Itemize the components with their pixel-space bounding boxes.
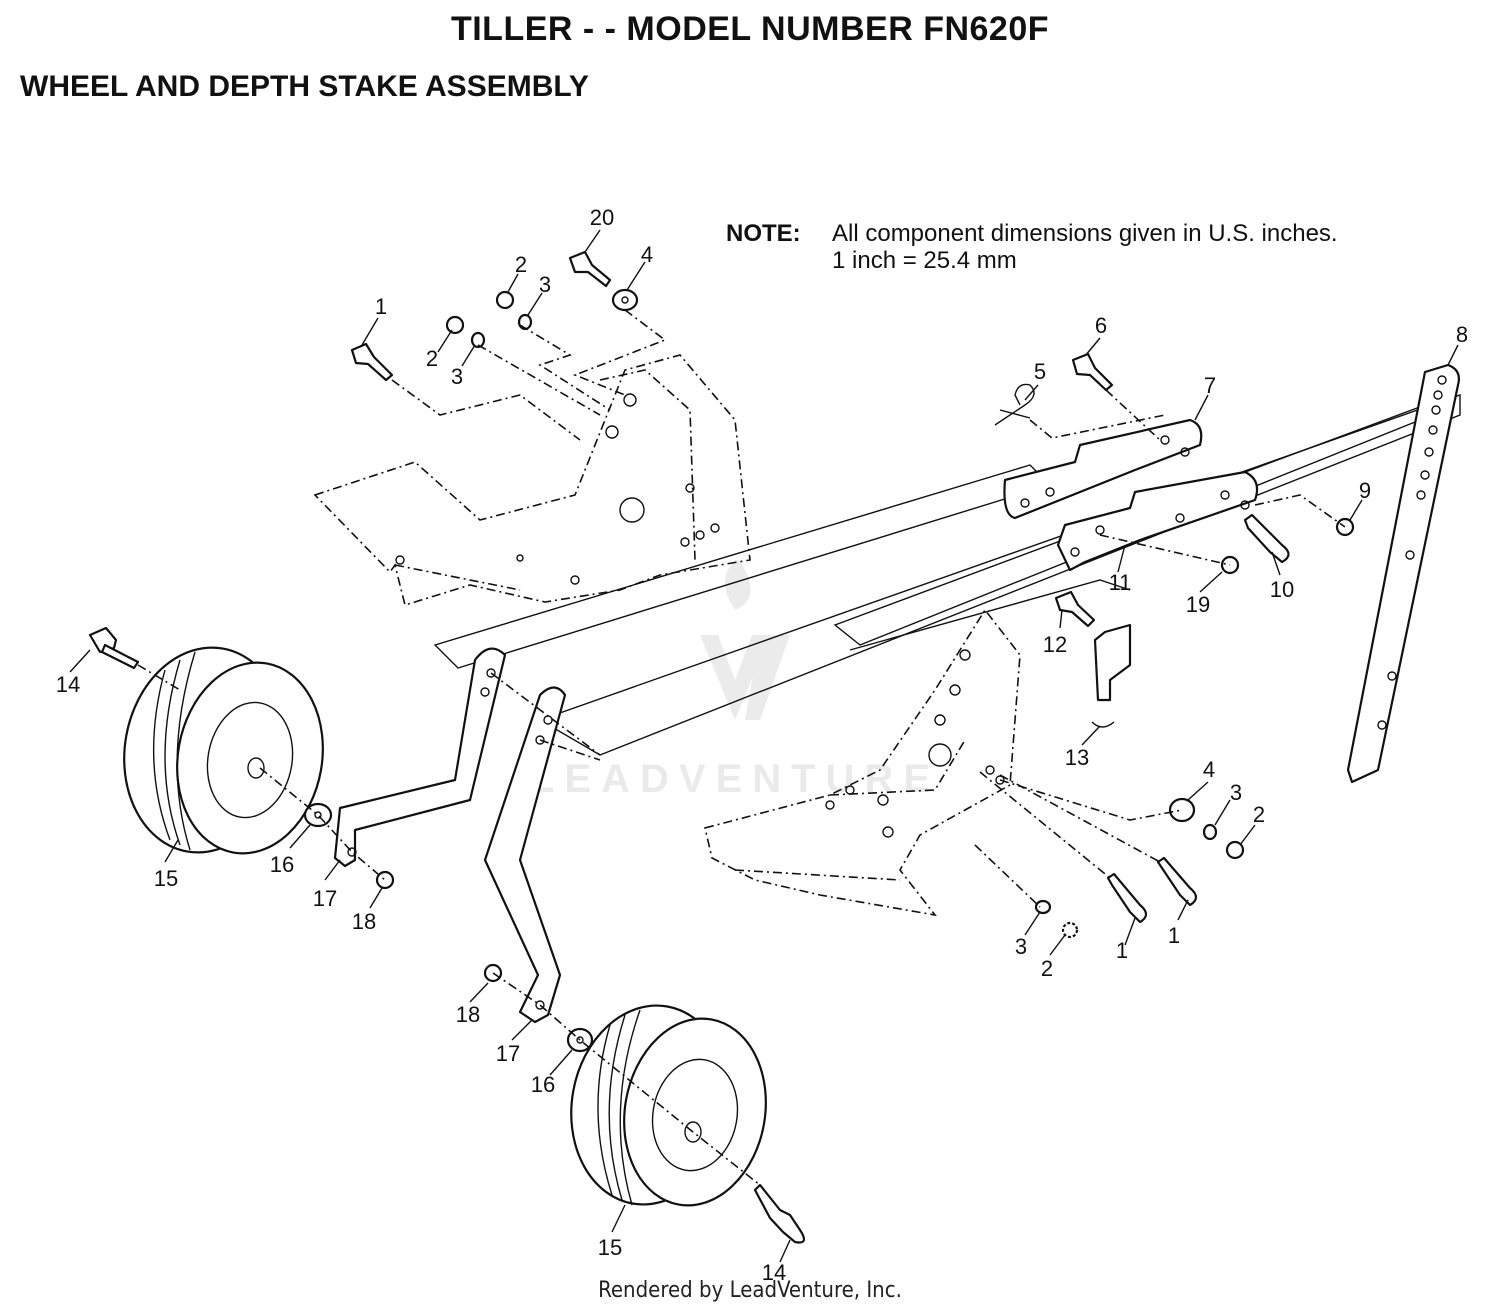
page-title: TILLER - - MODEL NUMBER FN620F [450, 10, 1050, 48]
callout-10: 10 [1270, 577, 1294, 602]
callout-20: 20 [590, 205, 614, 230]
note-text-line1: All component dimensions given in U.S. i… [832, 220, 1338, 247]
callout-6: 6 [1095, 313, 1107, 338]
wheel-bolt-left [88, 626, 140, 670]
callout-2-right: 2 [1253, 802, 1265, 827]
washer-4-top [611, 288, 639, 312]
depth-stake-brackets [1003, 418, 1259, 572]
callout-2-left: 2 [426, 346, 438, 371]
callout-3-right: 3 [1230, 780, 1242, 805]
callout-4-right: 4 [1203, 757, 1215, 782]
lock-washer-3-left [470, 331, 486, 349]
wheel-arm-upper [333, 647, 507, 868]
nut-2-right [1225, 840, 1245, 860]
callout-2-bottom: 2 [1041, 956, 1053, 981]
wheel-right [570, 1004, 767, 1207]
callout-3-bottom: 3 [1015, 934, 1027, 959]
callout-4-top: 4 [641, 242, 653, 267]
lower-right-housing [704, 608, 1021, 917]
stake-clip-bracket [1091, 623, 1132, 728]
callout-1-top: 1 [375, 294, 387, 319]
callout-18-right: 18 [456, 1002, 480, 1027]
callout-2-top: 2 [515, 252, 527, 277]
bolt-6 [1071, 352, 1114, 392]
watermark-logo [700, 559, 790, 720]
washer-16-left [303, 802, 333, 828]
callout-14-right: 14 [762, 1260, 786, 1285]
bolt-1-right-b [1156, 856, 1198, 907]
wheel-left [123, 646, 324, 855]
callout-1-bottom-a: 1 [1116, 938, 1128, 963]
callout-16-right: 16 [531, 1072, 555, 1097]
callout-17-left: 17 [313, 886, 337, 911]
axle-frame [433, 394, 1461, 756]
callout-leaders [69, 229, 1459, 1263]
bolt-20 [568, 250, 612, 288]
callout-15-right: 15 [598, 1235, 622, 1260]
callout-8: 8 [1456, 322, 1468, 347]
callout-19: 19 [1186, 592, 1210, 617]
nut-2-bottom [1061, 921, 1079, 939]
bolt-12 [1054, 590, 1096, 628]
callout-9: 9 [1359, 478, 1371, 503]
callout-15-left: 15 [154, 866, 178, 891]
watermark-text: LEADVENTURE [530, 757, 940, 801]
lock-washer-3-right [1202, 823, 1218, 841]
pin-10 [1243, 513, 1290, 564]
bolt-1-top [350, 342, 394, 382]
callout-13: 13 [1065, 745, 1089, 770]
nut-18-left [375, 870, 395, 890]
nut-2-top [495, 290, 515, 310]
upper-left-housing [313, 354, 751, 607]
callout-7: 7 [1204, 373, 1216, 398]
callout-3-left: 3 [451, 364, 463, 389]
note-label: NOTE: [726, 220, 801, 247]
lock-washer-3-bottom [1034, 899, 1052, 915]
callout-5: 5 [1034, 359, 1046, 384]
page-subtitle: WHEEL AND DEPTH STAKE ASSEMBLY [20, 70, 589, 103]
callout-12: 12 [1043, 632, 1067, 657]
callout-16-left: 16 [270, 852, 294, 877]
callout-18-left: 18 [352, 909, 376, 934]
wheel-bolt-right [753, 1183, 806, 1244]
washer-4-right [1168, 797, 1196, 823]
hair-pin-clip-5 [994, 383, 1035, 426]
bolt-1-right-a [1106, 872, 1148, 924]
callout-14-left: 14 [56, 672, 80, 697]
footer-credit: Rendered by LeadVenture, Inc. [598, 1278, 902, 1303]
callout-17-right: 17 [496, 1041, 520, 1066]
lock-washer-3-top [517, 313, 533, 331]
callout-11: 11 [1109, 570, 1132, 595]
assembly-leaders [137, 309, 1346, 1186]
depth-stake-bar [1346, 363, 1460, 784]
nut-2-left [445, 315, 465, 335]
note-text-line2: 1 inch = 25.4 mm [832, 247, 1017, 274]
callout-3-top: 3 [539, 272, 551, 297]
callout-1-bottom-b: 1 [1168, 923, 1180, 948]
callout-numbers: 20 4 2 3 1 2 3 6 5 7 8 9 11 10 19 12 13 … [56, 205, 1468, 1285]
